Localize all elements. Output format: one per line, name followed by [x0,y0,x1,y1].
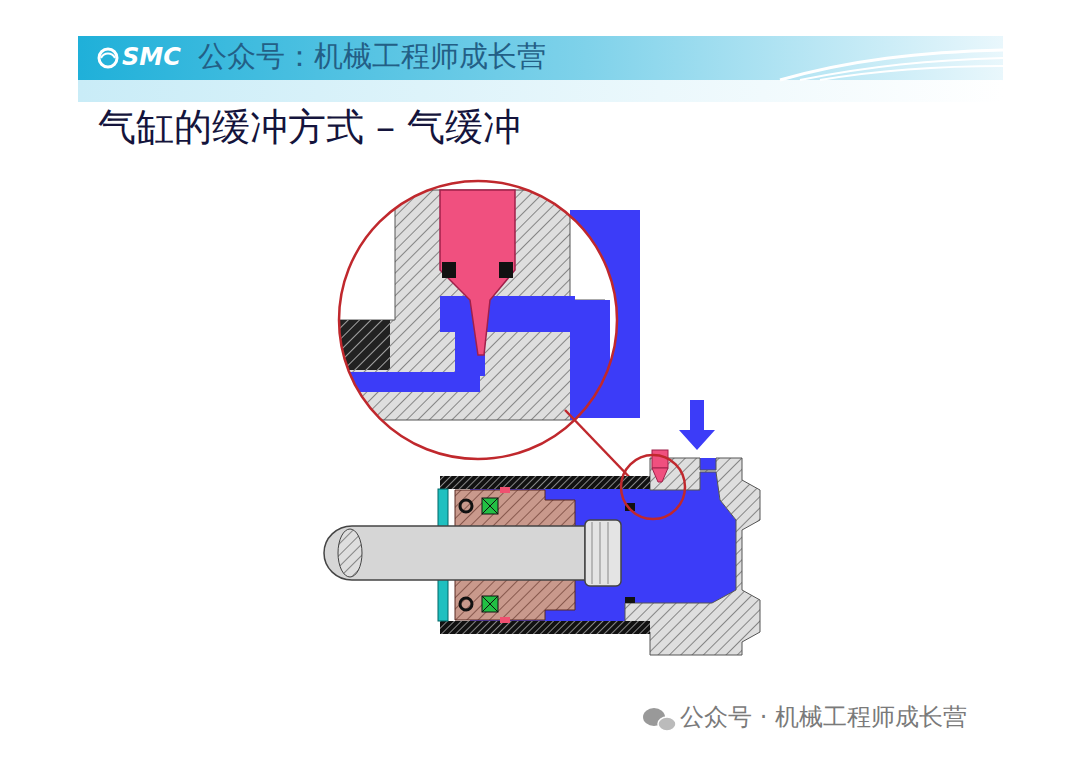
header-text: 公众号：机械工程师成长营 [198,40,546,73]
cylinder-section [324,400,760,655]
slide-title: 气缸的缓冲方式 – 气缓冲 [98,106,521,150]
wechat-icon [643,708,676,731]
logo-text: SMC [122,44,181,72]
zoom-detail [330,170,640,484]
watermark: 公众号 · 机械工程师成长营 [680,704,967,732]
header-band [78,36,1003,102]
